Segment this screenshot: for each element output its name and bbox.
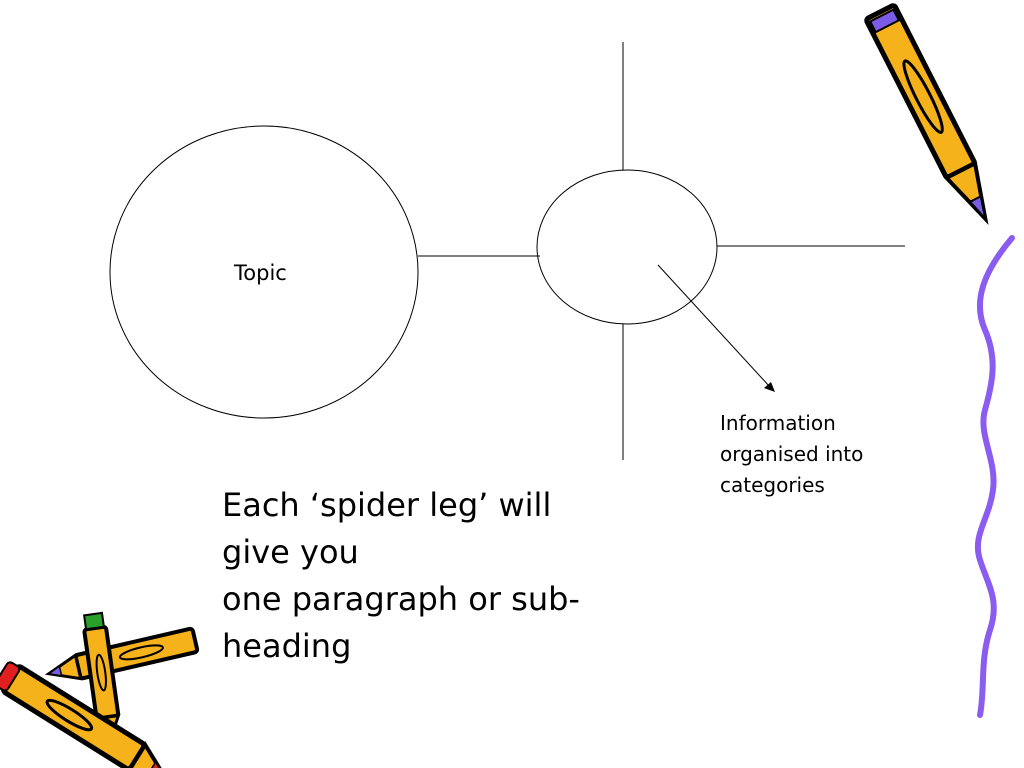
pencil-icon-top-right [864, 3, 989, 225]
caption-text: Each ‘spider leg’ will give you one para… [222, 482, 580, 670]
wavy-line-decoration [974, 235, 1015, 718]
annotation-arrow-head [764, 382, 775, 392]
annotation-arrow-line [657, 264, 771, 388]
topic-label: Topic [234, 261, 287, 285]
caption-line: heading [222, 627, 352, 665]
pencil-icon-cluster-bottom-left [0, 611, 200, 768]
annotation-line: categories [720, 473, 825, 497]
annotation-line: Information [720, 411, 836, 435]
caption-line: Each ‘spider leg’ will [222, 486, 552, 524]
pencil-icon [44, 626, 200, 681]
topic-circle [109, 125, 419, 419]
caption-line: give you [222, 533, 359, 571]
caption-line: one paragraph or sub- [222, 580, 580, 618]
annotation-line: organised into [720, 442, 864, 466]
annotation-text: Information organised into categories [720, 408, 863, 501]
hub-ellipse [536, 169, 718, 325]
